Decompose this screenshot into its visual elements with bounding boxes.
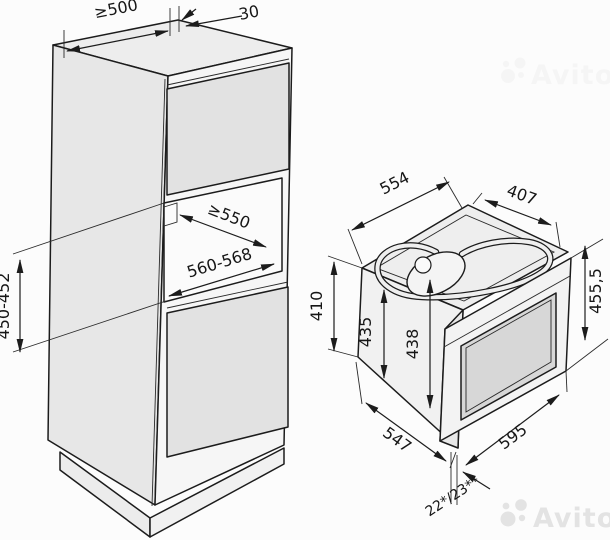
dim-oven-width-label: 595 xyxy=(495,420,531,454)
cabinet-lower-door xyxy=(166,286,289,458)
oven-door-window-inner xyxy=(465,299,552,413)
dim-oven-height-438: 438 xyxy=(403,279,434,409)
oven-door-window xyxy=(460,292,557,421)
niche-side-wall-step xyxy=(163,202,178,227)
dim-oven-height-435-label: 435 xyxy=(356,317,375,348)
dim-oven-rear-height: 410 xyxy=(307,255,363,358)
dim-oven-bottom-depth-label: 547 xyxy=(379,423,415,456)
control-panel-divider xyxy=(443,275,571,348)
avito-logo-icon xyxy=(501,57,526,83)
dim-top-depth-label: ≥500 xyxy=(93,0,140,22)
dim-oven-height-435: 435 xyxy=(356,289,388,379)
dim-oven-rear-height-label: 410 xyxy=(307,291,326,322)
dim-door-protrusion: 22*/23** xyxy=(423,452,491,520)
cabinet-upper-door xyxy=(166,62,290,196)
dim-oven-top-depth-label: 554 xyxy=(377,168,413,199)
dim-oven-front-height: 455,5 xyxy=(565,238,609,372)
oven-drawing: 554 407 455,5 410 435 xyxy=(307,168,609,520)
dim-oven-front-height-label: 455,5 xyxy=(586,268,605,314)
dim-door-protrusion-label: 22*/23** xyxy=(423,473,483,520)
cabinet-corner-edge xyxy=(151,78,166,507)
watermark-brand-text: Avito xyxy=(531,60,610,91)
dim-rear-gap: 30 xyxy=(178,1,261,32)
watermark-bottom-right: Avito xyxy=(500,499,610,534)
power-plug-pin xyxy=(414,256,432,274)
dim-rear-gap-label: 30 xyxy=(237,1,261,24)
upper-door-gap-line xyxy=(166,58,290,86)
watermark-brand-text: Avito xyxy=(533,503,610,534)
cabinet-drawing: ≥500 30 ≥550 560-568 450-452 xyxy=(0,0,293,538)
cabinet-plinth-front xyxy=(149,447,285,538)
dim-oven-top-rear-label: 407 xyxy=(504,181,539,209)
dim-niche-height: 450-452 xyxy=(0,202,167,353)
cabinet-side-panel xyxy=(47,44,169,506)
power-cord xyxy=(374,237,554,301)
dim-niche-height-label: 450-452 xyxy=(0,273,13,340)
watermark-top-right: Avito xyxy=(501,57,610,91)
dim-oven-height-438-label: 438 xyxy=(403,329,422,360)
avito-logo-icon xyxy=(500,499,527,527)
